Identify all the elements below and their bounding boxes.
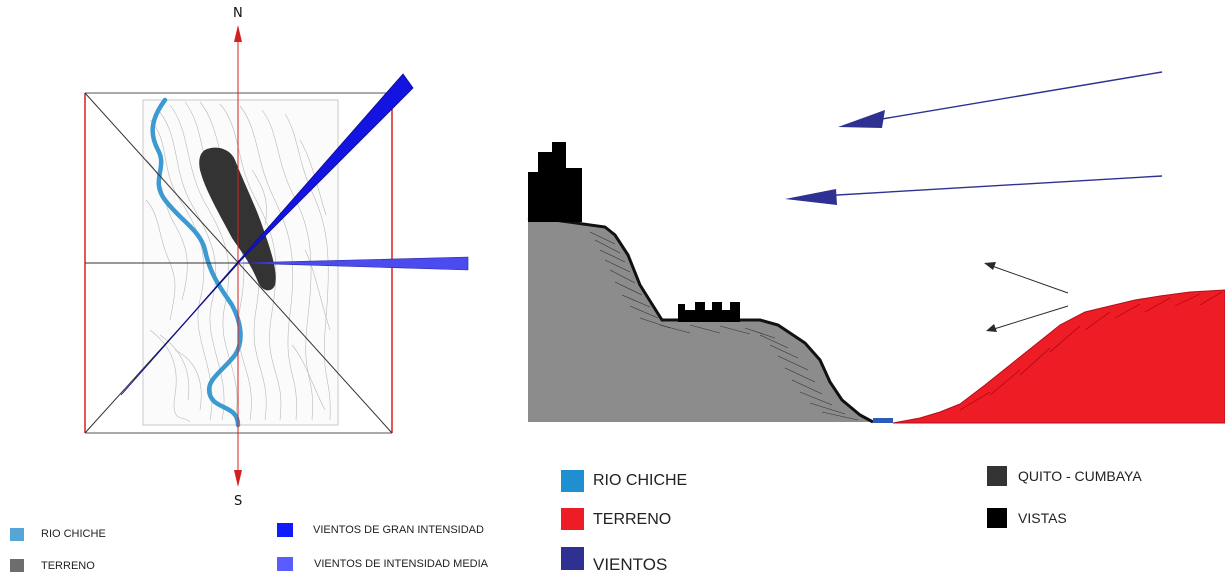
legend-left-rio-label: RIO CHICHE [41, 528, 106, 540]
legend-right-vistas-swatch [987, 508, 1007, 528]
legend-right-vientos-label: VIENTOS [593, 555, 668, 574]
south-label: S [234, 494, 243, 509]
legend-left-vientos-gran-swatch [277, 523, 293, 537]
legend-left-terreno-swatch [10, 559, 24, 572]
legend-left-terreno-label: TERRENO [41, 560, 95, 572]
north-arrow-icon [234, 25, 242, 42]
south-arrow-icon [234, 470, 242, 487]
terrain-red [892, 289, 1225, 424]
terrain-hatching [589, 231, 859, 421]
north-label: N [233, 6, 243, 21]
legend-left-vientos-gran-label: VIENTOS DE GRAN INTENSIDAD [313, 524, 484, 536]
legend-right-rio-label: RIO CHICHE [593, 472, 688, 489]
legend-right-quito-swatch [987, 466, 1007, 486]
legend-right-quito-label: QUITO - CUMBAYA [1018, 468, 1142, 484]
building-left [528, 142, 582, 222]
legend-right-vientos-swatch [561, 547, 584, 570]
legend-right-terreno-swatch [561, 508, 584, 530]
wind-arrow-2 [785, 175, 1163, 205]
legend-left-vientos-media-swatch [277, 557, 293, 571]
river-section [873, 418, 893, 423]
building-middle [678, 302, 740, 322]
view-arrow-1 [984, 262, 1069, 294]
view-arrow-2 [986, 305, 1069, 332]
legend-right-vistas-label: VISTAS [1018, 510, 1067, 526]
site-section [527, 71, 1225, 424]
wind-medium-wedge [237, 256, 469, 271]
legend-left-rio-swatch [10, 528, 24, 541]
quito-cumbaya-site [199, 147, 276, 291]
site-plan [84, 25, 469, 487]
red-hatching [959, 291, 1223, 411]
river-plan [150, 97, 243, 428]
wind-arrow-1 [838, 71, 1163, 128]
legend-right-rio-swatch [561, 470, 584, 492]
legend-left-vientos-media-label: VIENTOS DE INTENSIDAD MEDIA [314, 558, 488, 570]
legend-right-terreno-label: TERRENO [593, 511, 672, 528]
